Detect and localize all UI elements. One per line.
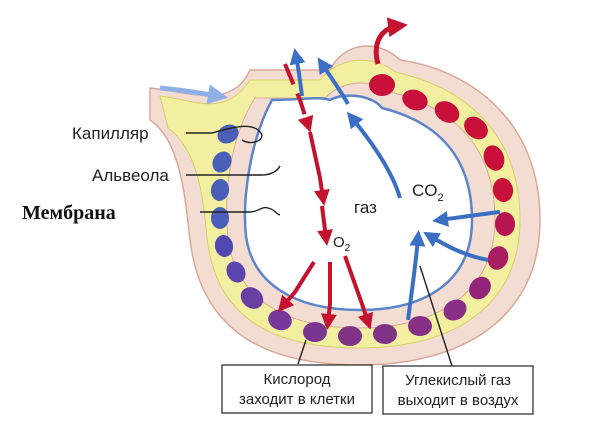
o2-subscript: 2 bbox=[345, 243, 351, 254]
oxygen-box-line2: заходит в клетки bbox=[239, 391, 355, 408]
blood-outflow-arrow bbox=[373, 17, 408, 65]
red-blood-cells-mixed bbox=[240, 276, 491, 346]
co2-label: CO2 bbox=[412, 181, 444, 204]
co2-info-box: Углекислый газ выходит в воздух bbox=[382, 365, 534, 415]
red-blood-cells-oxygenated bbox=[369, 74, 515, 270]
oxygen-box-line1: Кислород bbox=[264, 371, 331, 388]
co2-subscript: 2 bbox=[438, 192, 444, 204]
o2-main: O bbox=[333, 234, 345, 251]
red-blood-cells-deoxygenated bbox=[210, 124, 246, 283]
gas-label: газ bbox=[354, 198, 377, 217]
box-leader-lines bbox=[297, 265, 453, 367]
label-leader-lines bbox=[186, 125, 281, 216]
co2-box-line2: выходит в воздух bbox=[398, 392, 519, 409]
blood-inflow-arrow bbox=[159, 84, 228, 105]
co2-main: CO bbox=[412, 181, 438, 200]
co2-flow-arrows bbox=[289, 48, 501, 321]
capillary-label: Капилляр bbox=[72, 124, 149, 143]
alveolus-label: Альвеола bbox=[92, 166, 169, 185]
oxygen-flow-arrows bbox=[277, 63, 374, 330]
membrane-label: Мембрана bbox=[22, 202, 116, 224]
co2-box-line1: Углекислый газ bbox=[405, 372, 511, 389]
oxygen-info-box: Кислород заходит в клетки bbox=[221, 364, 373, 414]
o2-label: O2 bbox=[333, 234, 351, 254]
